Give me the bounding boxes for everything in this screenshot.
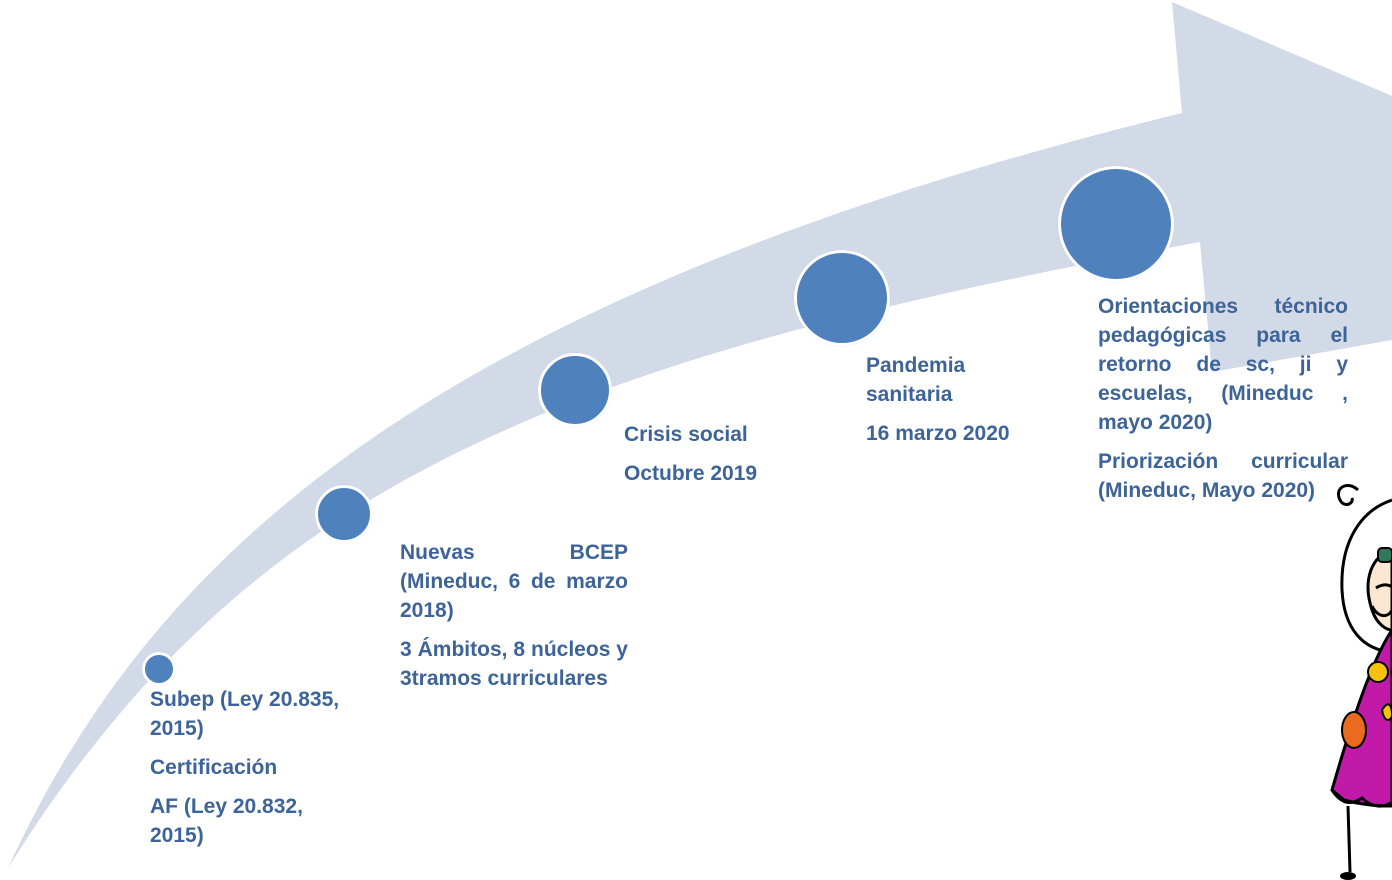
milestone-4-title: Pandemia sanitaria [866, 354, 966, 406]
milestone-5-detail: Priorización curricular (Mineduc, Mayo 2… [1098, 450, 1348, 502]
milestone-label-3: Crisis social Octubre 2019 [624, 420, 824, 488]
milestone-label-1: Subep (Ley 20.835, 2015) Certificación A… [150, 685, 360, 850]
milestone-dot-3 [538, 353, 612, 427]
hair-curl [1337, 484, 1360, 506]
milestone-4-date: 16 marzo 2020 [866, 422, 1010, 445]
shoe [1340, 872, 1356, 880]
milestone-2-title: Nuevas BCEP (Mineduc, 6 de marzo 2018) [400, 541, 628, 622]
hair-shape [1340, 498, 1392, 654]
girl-illustration [1330, 484, 1392, 880]
milestone-1-detail-2: AF (Ley 20.832, 2015) [150, 795, 303, 847]
hair-band [1377, 547, 1392, 563]
milestone-2-detail: 3 Ámbitos, 8 núcleos y 3tramos curricula… [400, 638, 628, 690]
milestone-dot-5 [1058, 166, 1174, 282]
milestone-dot-1 [142, 652, 176, 686]
eye-shape [1375, 583, 1392, 590]
milestone-label-4: Pandemia sanitaria 16 marzo 2020 [866, 351, 1026, 448]
arrow-shape [8, 2, 1392, 868]
milestone-3-title: Crisis social [624, 423, 748, 446]
milestone-1-detail-1: Certificación [150, 756, 278, 779]
milestone-label-5: Orientaciones técnico pedagógicas para e… [1098, 292, 1348, 505]
milestone-1-title: Subep (Ley 20.835, 2015) [150, 688, 340, 740]
dress-dot-2 [1341, 711, 1367, 749]
dress-hem [1330, 789, 1392, 808]
milestone-3-date: Octubre 2019 [624, 462, 758, 485]
dress-dot-1 [1367, 661, 1389, 683]
smile-shape [1370, 605, 1392, 617]
leg [1346, 805, 1352, 873]
milestone-dot-2 [315, 485, 373, 543]
milestone-dot-4 [794, 250, 890, 346]
milestone-5-title: Orientaciones técnico pedagógicas para e… [1098, 295, 1348, 434]
milestone-label-2: Nuevas BCEP (Mineduc, 6 de marzo 2018) 3… [400, 538, 628, 693]
dress-dot-3 [1380, 703, 1392, 721]
